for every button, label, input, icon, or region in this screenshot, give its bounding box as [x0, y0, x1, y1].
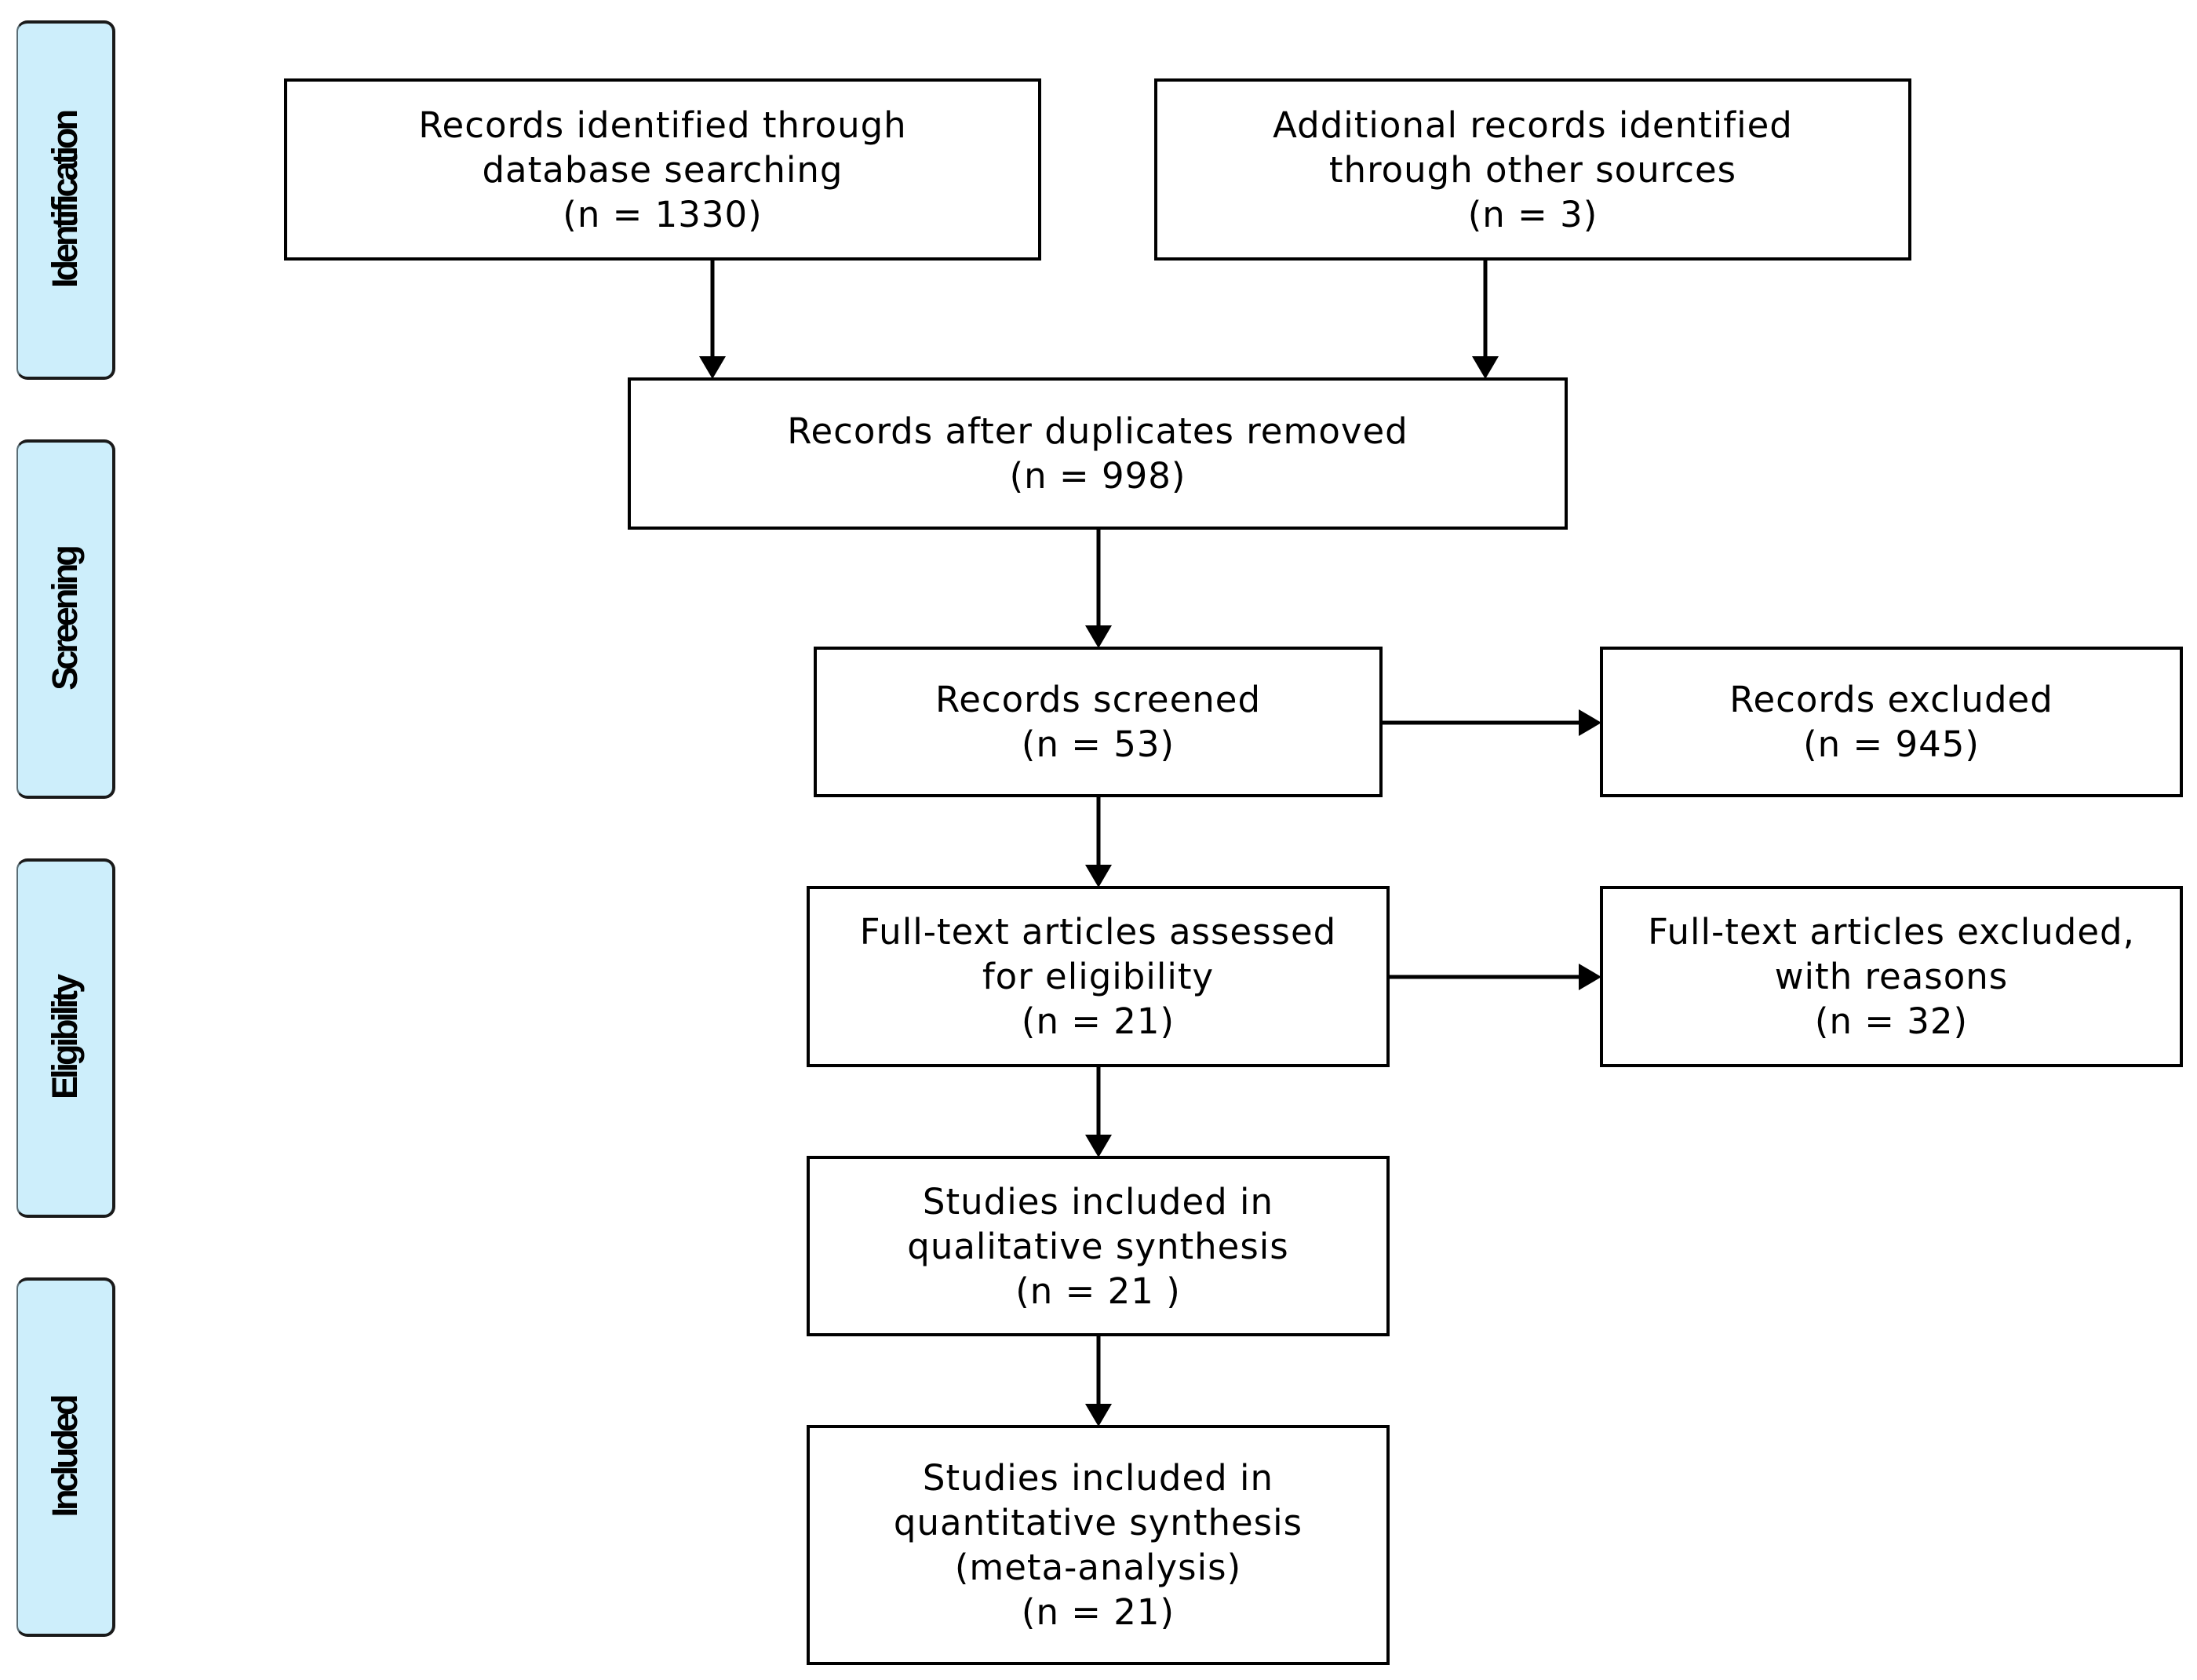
box-line: quantitative synthesis: [893, 1502, 1303, 1543]
box-line: through other sources: [1328, 148, 1737, 191]
box-fulltext-excluded: Full-text articles excluded, with reason…: [1600, 886, 2183, 1067]
box-line: with reasons: [1774, 956, 2009, 997]
box-count: (n = 21 ): [1015, 1270, 1181, 1312]
box-line: qualitative synthesis: [907, 1225, 1289, 1267]
stage-screening: Screening: [16, 439, 115, 799]
box-duplicates-removed: Records after duplicates removed (n = 99…: [628, 377, 1568, 530]
box-line: database searching: [482, 148, 843, 191]
box-qualitative-synthesis: Studies included in qualitative synthesi…: [807, 1156, 1390, 1336]
box-count: (n = 945): [1803, 723, 1980, 765]
box-records-screened: Records screened (n = 53): [814, 647, 1383, 797]
box-count: (n = 21): [1021, 1000, 1175, 1042]
box-quantitative-synthesis: Studies included in quantitative synthes…: [807, 1425, 1390, 1665]
box-line: Records screened: [935, 679, 1262, 720]
stage-included: Included: [16, 1277, 115, 1637]
box-line: (meta-analysis): [954, 1547, 1242, 1588]
arrowhead: [1085, 1135, 1112, 1157]
stage-eligibility: Eligibility: [16, 858, 115, 1218]
arrowhead: [1472, 356, 1499, 379]
arrowhead: [1579, 964, 1601, 990]
box-line: Full-text articles assessed: [859, 911, 1337, 953]
box-count: (n = 3): [1467, 193, 1598, 235]
arrowhead: [1085, 1404, 1112, 1427]
arrowhead: [699, 356, 726, 379]
box-line: Full-text articles excluded,: [1648, 911, 2135, 953]
box-line: Records excluded: [1729, 679, 2053, 720]
box-line: Records after duplicates removed: [787, 410, 1408, 452]
arrowhead: [1085, 865, 1112, 887]
box-line: Studies included in: [922, 1457, 1274, 1499]
box-records-excluded: Records excluded (n = 945): [1600, 647, 2183, 797]
box-line: for eligibility: [982, 956, 1215, 997]
box-line: Studies included in: [922, 1180, 1274, 1223]
arrowhead: [1579, 709, 1601, 736]
arrowhead: [1085, 625, 1112, 648]
stage-identification: Identification: [16, 20, 115, 380]
box-line: Additional records identified: [1273, 104, 1793, 146]
box-count: (n = 21): [1021, 1591, 1175, 1633]
box-database-searching: Records identified through database sear…: [284, 78, 1041, 261]
box-line: Records identified through: [418, 104, 907, 146]
box-count: (n = 32): [1814, 1000, 1969, 1042]
box-count: (n = 53): [1021, 723, 1175, 765]
box-count: (n = 1330): [563, 193, 763, 235]
box-count: (n = 998): [1009, 455, 1186, 497]
box-other-sources: Additional records identified through ot…: [1154, 78, 1911, 261]
box-fulltext-assessed: Full-text articles assessed for eligibil…: [807, 886, 1390, 1067]
